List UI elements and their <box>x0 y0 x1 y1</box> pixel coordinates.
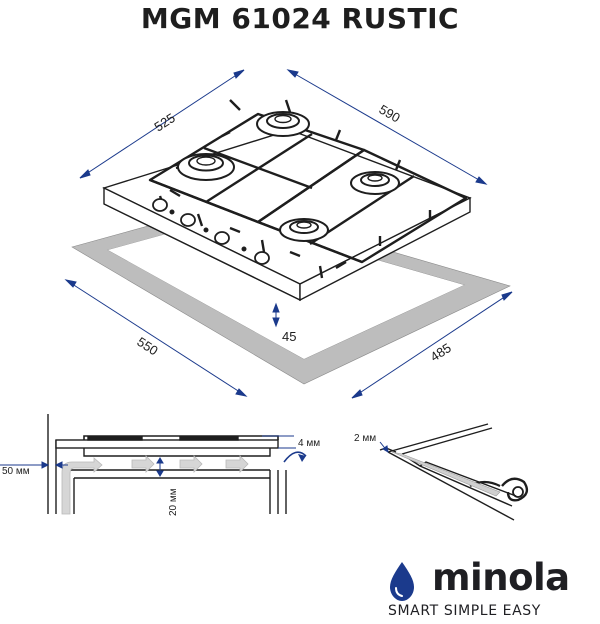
burner-front <box>279 218 329 242</box>
knob-1 <box>152 198 168 212</box>
burner-rear <box>256 111 310 137</box>
dim-seal: 2 мм <box>354 433 376 444</box>
dim-gap-top: 4 мм <box>298 438 320 449</box>
knob-3 <box>214 231 230 245</box>
dim-cutout-width: 550 <box>134 334 160 358</box>
knob-2 <box>180 213 196 227</box>
side-view <box>47 414 287 514</box>
dim-height: 45 <box>282 329 296 344</box>
air-outlet-arrow <box>283 451 307 463</box>
dim-wall-gap: 50 мм <box>2 466 30 477</box>
dimension-lines <box>64 69 513 399</box>
control-knobs <box>152 198 270 265</box>
dim-air-gap: 20 мм <box>168 488 179 516</box>
product-title: MGM 61024 RUSTIC <box>140 2 460 35</box>
seal-view <box>379 423 529 521</box>
burner-right <box>350 171 400 195</box>
brand-tagline: SMART SIMPLE EASY <box>388 603 541 619</box>
side-dimension-lines <box>0 435 296 477</box>
airflow-arrows <box>61 455 249 515</box>
dim-width-top: 590 <box>377 102 403 126</box>
burner-left <box>177 153 235 181</box>
seal-dimension-line <box>379 441 389 453</box>
dim-cutout-depth: 485 <box>427 340 453 364</box>
brand-drop-icon <box>390 562 414 601</box>
knob-4 <box>254 251 270 265</box>
seal-tape <box>391 451 501 497</box>
brand-logo-text: minola <box>432 556 570 599</box>
dim-depth-top: 525 <box>151 110 177 134</box>
